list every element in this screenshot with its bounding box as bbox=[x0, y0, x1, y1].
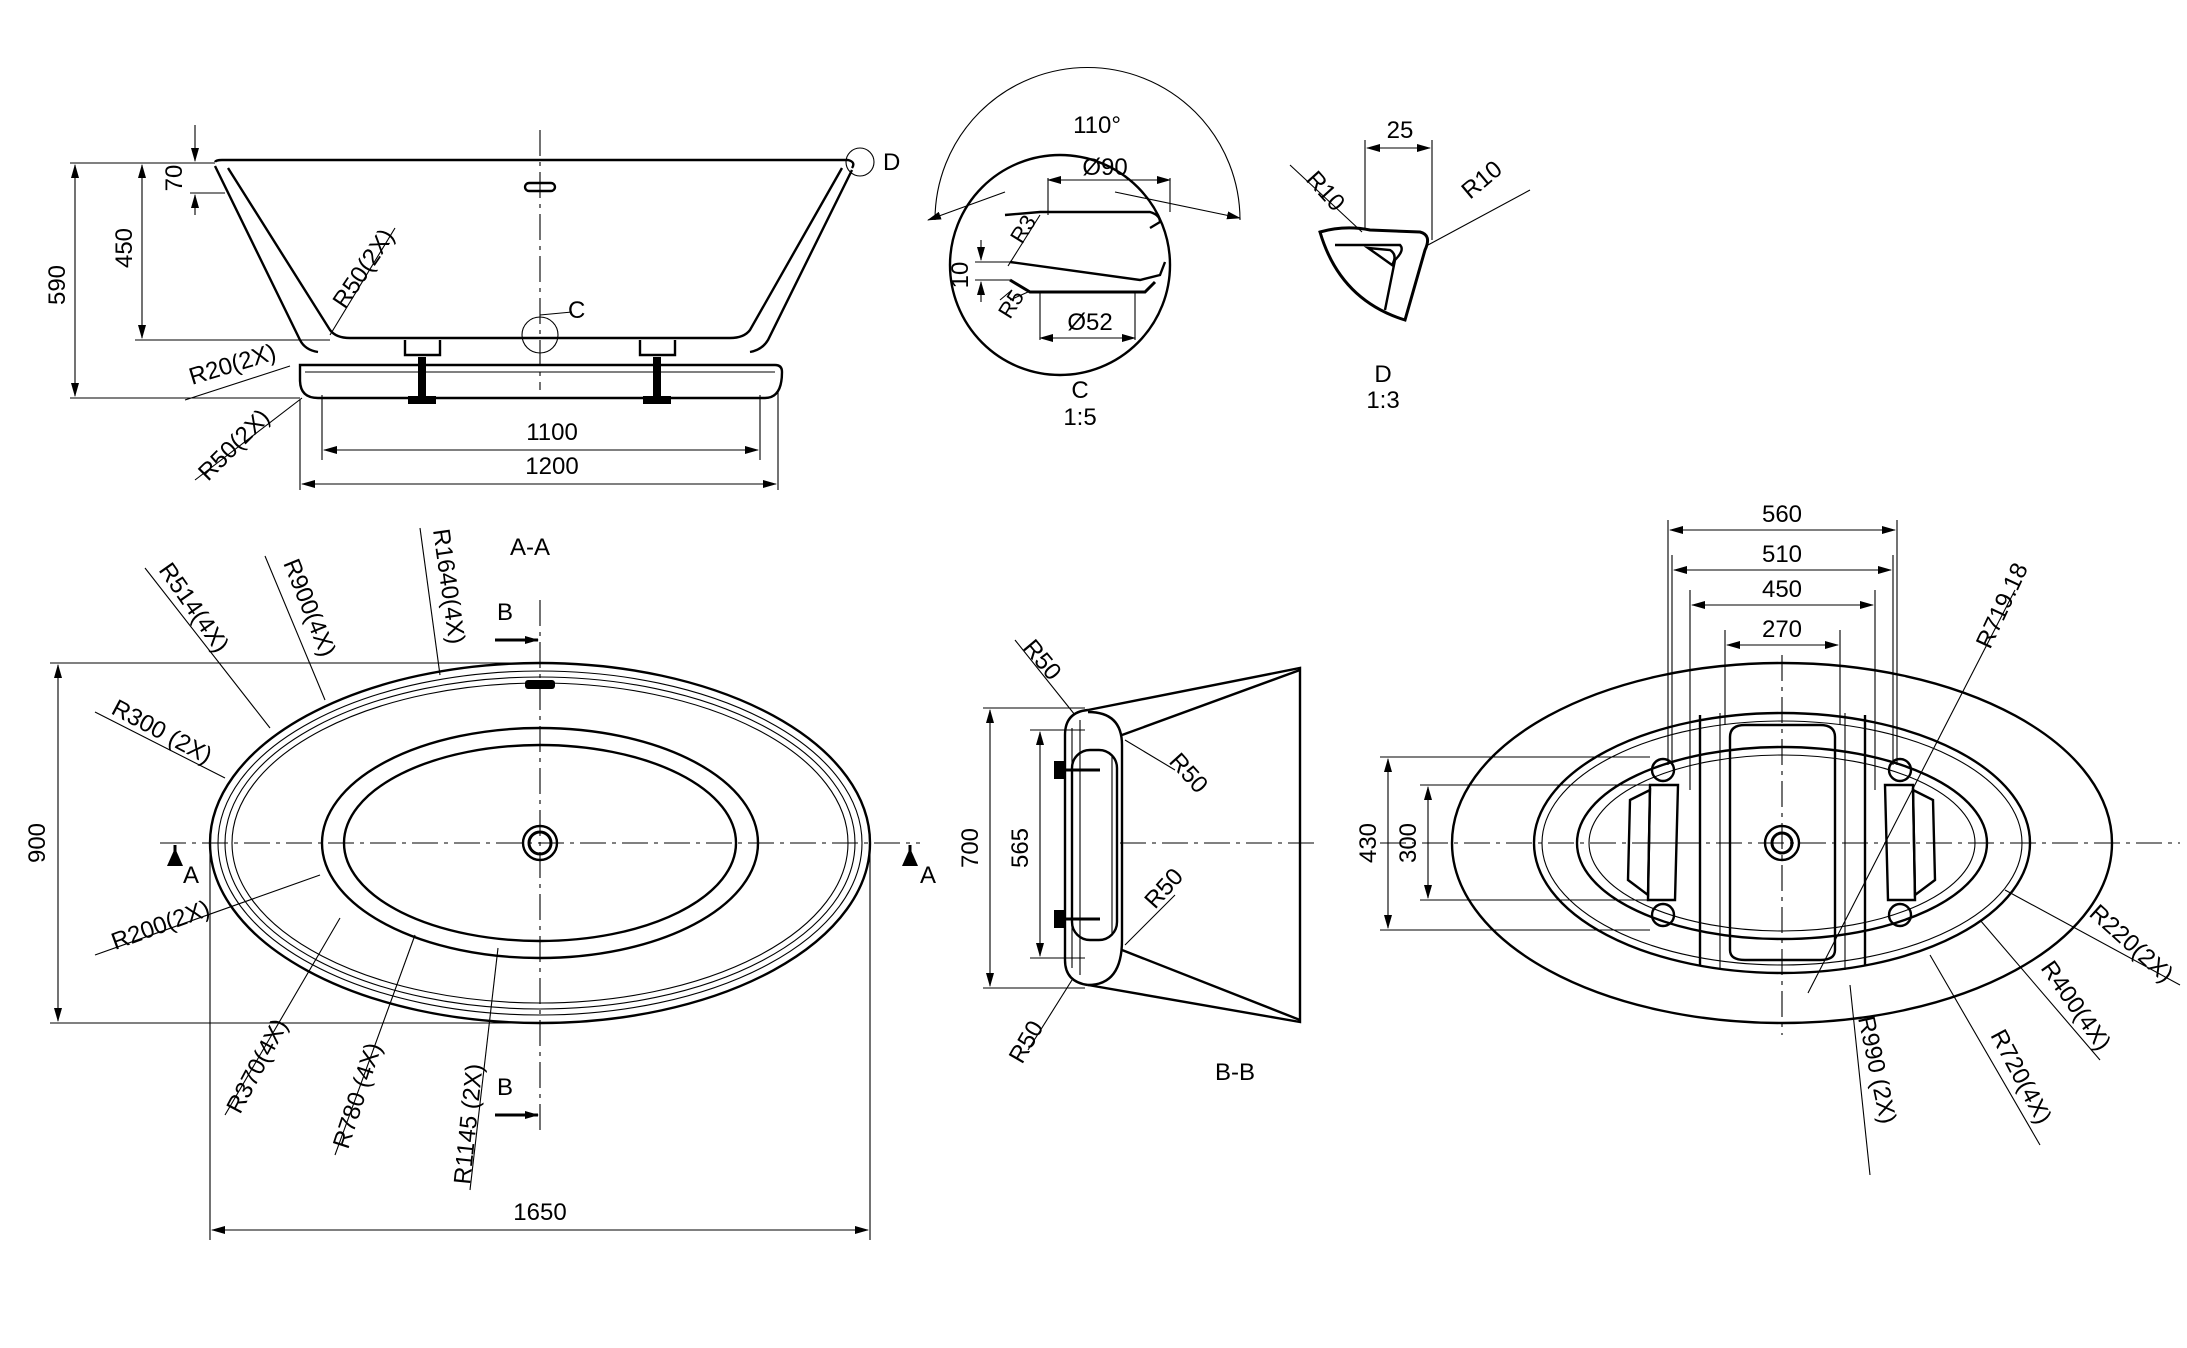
radius-r990: R990 (2X) bbox=[1852, 1014, 1901, 1127]
cut-a-left: A bbox=[183, 862, 199, 889]
detail-d-title: D bbox=[1374, 361, 1391, 388]
section-b-title: B-B bbox=[1215, 1059, 1255, 1086]
radius-r370: R370(4X) bbox=[221, 1014, 293, 1117]
detail-c-r3: R3 bbox=[1005, 211, 1041, 248]
dim-900: 900 bbox=[24, 823, 51, 863]
detail-c-dia52: Ø52 bbox=[1067, 309, 1112, 336]
detail-c-angle: 110° bbox=[1073, 112, 1121, 139]
detail-d: 25 R10 R10 D 1:3 bbox=[1289, 117, 1531, 414]
radius-r20: R20(2X) bbox=[186, 339, 279, 391]
detail-c-r5: R5 bbox=[993, 286, 1029, 323]
marker-d: D bbox=[883, 149, 900, 176]
radius-r50-inner-bottom: R50 bbox=[1139, 863, 1189, 914]
dim-1200: 1200 bbox=[525, 453, 578, 480]
dim-300: 300 bbox=[1395, 823, 1422, 863]
radius-r300: R300 (2X) bbox=[107, 694, 216, 769]
radius-r50-inner-top: R50 bbox=[1164, 748, 1214, 799]
dim-560: 560 bbox=[1762, 501, 1802, 528]
detail-c-scale: 1:5 bbox=[1063, 404, 1096, 431]
detail-d-r10-left: R10 bbox=[1301, 166, 1351, 217]
radius-r400: R400(4X) bbox=[2035, 956, 2116, 1056]
radius-r720: R720(4X) bbox=[1985, 1025, 2057, 1128]
detail-c-h10: 10 bbox=[947, 262, 974, 289]
dim-270: 270 bbox=[1762, 616, 1802, 643]
radius-r50-lower: R50(2X) bbox=[193, 404, 275, 486]
radius-r50-bottom-left: R50 bbox=[1004, 1016, 1049, 1068]
marker-c: C bbox=[568, 297, 585, 324]
section-b-b: 700 565 R50 R50 R50 R50 B-B bbox=[957, 635, 1320, 1086]
radius-r1145: R1145 (2X) bbox=[449, 1063, 488, 1186]
radius-r719: R719.18 bbox=[1971, 559, 2034, 653]
dim-430: 430 bbox=[1355, 823, 1382, 863]
section-a-title: A-A bbox=[510, 534, 550, 561]
radius-r780: R780 (4X) bbox=[328, 1039, 387, 1151]
detail-c-title: C bbox=[1071, 377, 1088, 404]
cut-a-right: A bbox=[920, 862, 936, 889]
cut-b-bottom: B bbox=[497, 1074, 513, 1101]
dim-450: 450 bbox=[111, 228, 138, 268]
detail-c: 110° Ø90 Ø52 10 R3 R5 C 1:5 bbox=[927, 67, 1241, 431]
radius-r514: R514(4X) bbox=[153, 558, 234, 658]
dim-510: 510 bbox=[1762, 541, 1802, 568]
radius-r220: R220(2X) bbox=[2084, 899, 2178, 988]
dim-590: 590 bbox=[44, 265, 71, 305]
dim-1650: 1650 bbox=[513, 1199, 566, 1226]
detail-c-dia90: Ø90 bbox=[1082, 154, 1127, 181]
dim-70: 70 bbox=[161, 165, 188, 192]
dim-700: 700 bbox=[957, 828, 984, 868]
radius-r50-upper: R50(2X) bbox=[328, 224, 400, 313]
section-a-a: A-A R514(4X) R900(4X) R1640(4X) R300 (2X… bbox=[24, 527, 936, 1240]
side-view: 70 450 590 1100 1200 R50(2X) R20(2X) R50… bbox=[44, 125, 900, 490]
detail-d-r10-right: R10 bbox=[1457, 156, 1508, 205]
dim-450-bottom: 450 bbox=[1762, 576, 1802, 603]
radius-r200: R200(2X) bbox=[108, 895, 214, 956]
dim-1100: 1100 bbox=[526, 419, 578, 446]
dim-565: 565 bbox=[1007, 828, 1034, 868]
radius-r50-top-left: R50 bbox=[1017, 635, 1066, 686]
detail-d-scale: 1:3 bbox=[1366, 387, 1399, 414]
cut-b-top: B bbox=[497, 599, 513, 626]
detail-d-w25: 25 bbox=[1387, 117, 1414, 144]
bottom-view: 560 510 450 270 430 300 R719.18 R220(2X)… bbox=[1355, 501, 2181, 1176]
